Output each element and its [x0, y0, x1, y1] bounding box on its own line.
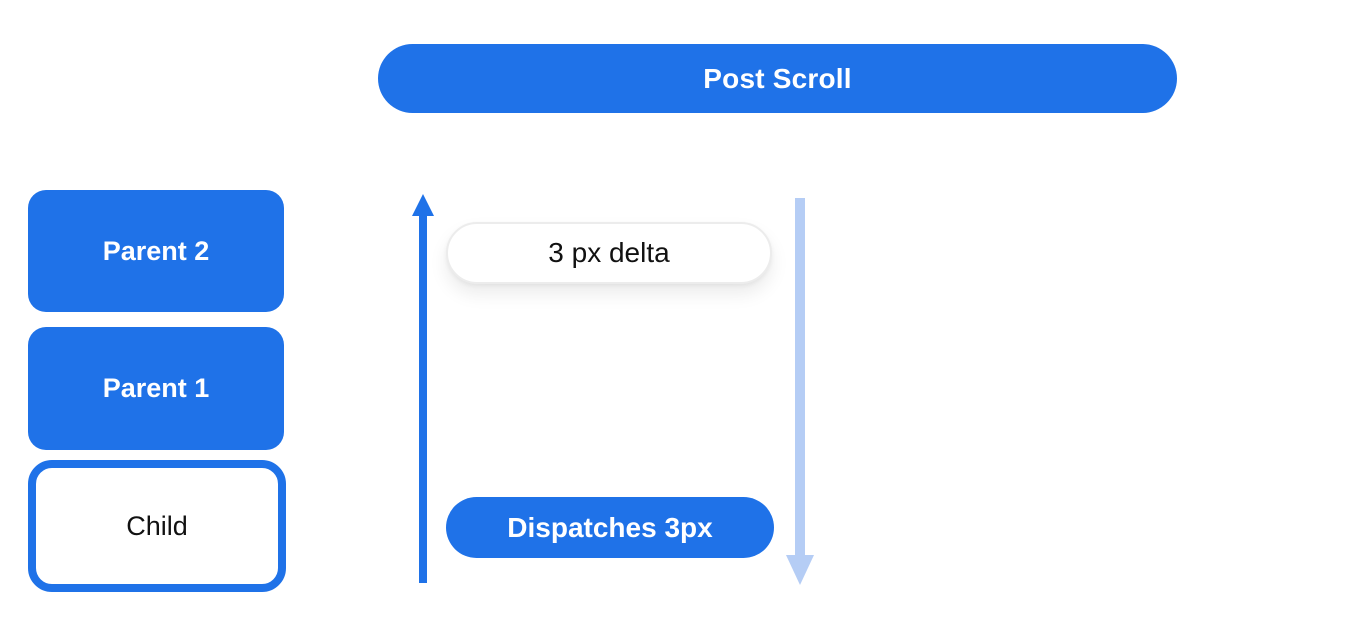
down-arrow-icon	[786, 555, 814, 585]
node-parent-1-label: Parent 1	[102, 373, 210, 403]
dispatch-pill: Dispatches 3px	[446, 497, 774, 558]
dispatch-pill-label: Dispatches 3px	[507, 511, 713, 543]
up-arrow-shaft	[419, 214, 427, 583]
down-arrow-shaft	[795, 198, 805, 556]
node-child-label: Child	[126, 510, 188, 541]
node-child: Child	[28, 460, 286, 592]
node-parent-1: Parent 1	[28, 327, 284, 450]
up-arrow-icon	[412, 194, 434, 216]
node-parent-2: Parent 2	[28, 190, 284, 312]
post-scroll-label: Post Scroll	[703, 62, 852, 94]
delta-pill-label: 3 px delta	[548, 237, 670, 268]
delta-pill: 3 px delta	[446, 222, 772, 284]
post-scroll-header: Post Scroll	[378, 44, 1177, 113]
node-parent-2-label: Parent 2	[102, 235, 210, 266]
